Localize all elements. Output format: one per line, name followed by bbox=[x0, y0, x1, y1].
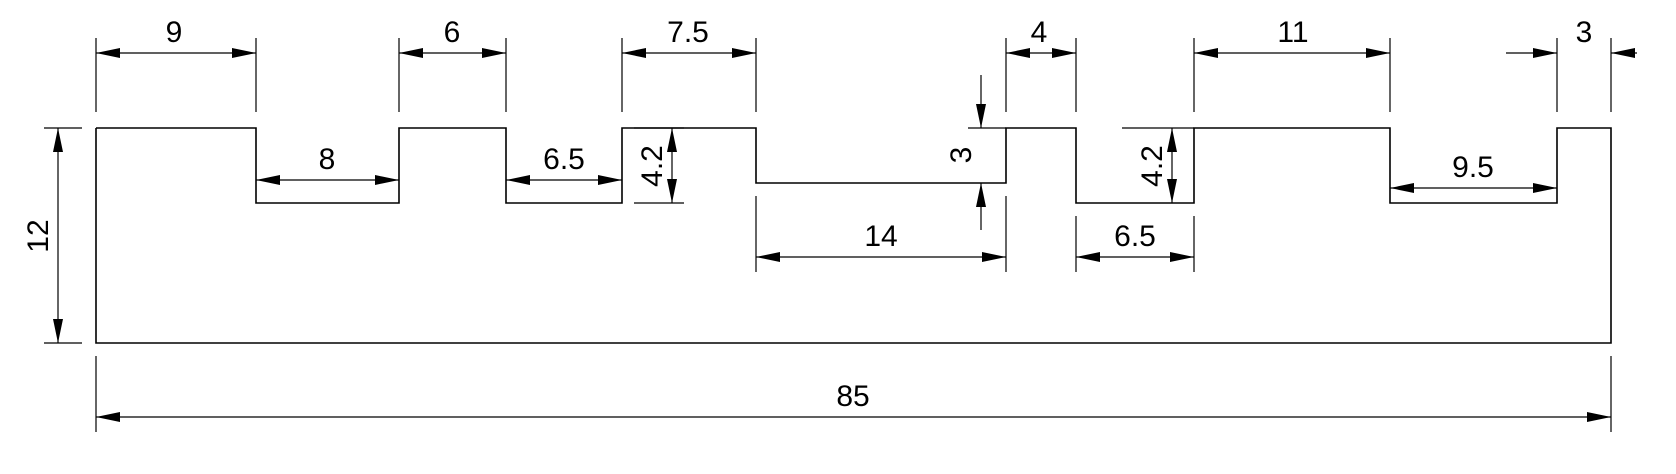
label-3-depth: 3 bbox=[945, 147, 978, 164]
label-14: 14 bbox=[864, 220, 897, 253]
label-6-5-right: 6.5 bbox=[1114, 220, 1156, 253]
label-4-2-right: 4.2 bbox=[1136, 145, 1169, 187]
dim-slot-6-5-left: 6.5 bbox=[506, 143, 622, 185]
dim-depth-3: 3 bbox=[945, 75, 1006, 230]
label-6-5-left: 6.5 bbox=[543, 143, 585, 176]
label-12: 12 bbox=[22, 219, 55, 252]
dim-slot-14: 14 bbox=[755, 196, 1007, 272]
label-3-top: 3 bbox=[1576, 16, 1593, 49]
label-7-5: 7.5 bbox=[667, 16, 709, 49]
label-85: 85 bbox=[836, 380, 869, 413]
label-9-5: 9.5 bbox=[1452, 151, 1494, 184]
dim-top-land-9: 9 bbox=[95, 16, 257, 112]
dim-slot-8: 8 bbox=[256, 143, 399, 185]
dim-slot-9-5: 9.5 bbox=[1390, 151, 1557, 193]
label-8: 8 bbox=[319, 143, 336, 176]
label-9: 9 bbox=[166, 16, 183, 49]
dim-top-land-3: 3 bbox=[1506, 16, 1637, 112]
label-11: 11 bbox=[1277, 16, 1308, 49]
dim-top-land-11: 11 bbox=[1193, 16, 1391, 112]
dim-depth-4-2-left: 4.2 bbox=[634, 127, 684, 204]
dim-depth-4-2-right: 4.2 bbox=[1122, 127, 1194, 203]
dim-slot-6-5-right: 6.5 bbox=[1075, 216, 1195, 272]
label-4: 4 bbox=[1031, 16, 1048, 49]
dim-top-land-6: 6 bbox=[398, 16, 507, 112]
label-6: 6 bbox=[444, 16, 461, 49]
label-4-2-left: 4.2 bbox=[636, 145, 669, 187]
dim-top-land-7-5: 7.5 bbox=[621, 16, 757, 112]
dim-overall-width: 85 bbox=[95, 356, 1612, 432]
dim-overall-height: 12 bbox=[22, 127, 82, 344]
dim-top-land-4: 4 bbox=[1005, 16, 1077, 112]
